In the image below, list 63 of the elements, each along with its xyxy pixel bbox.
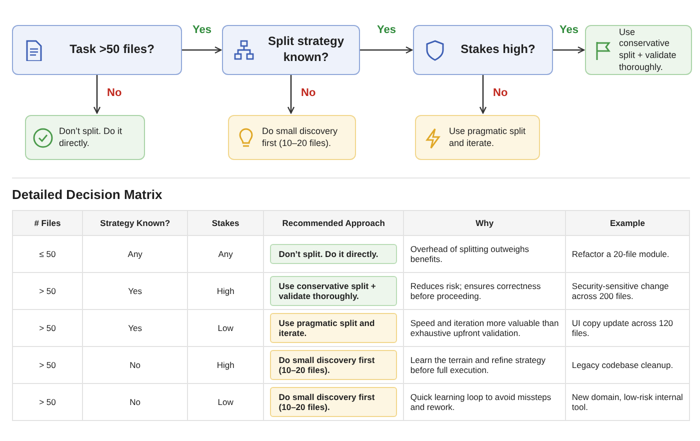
outcome-box — [415, 115, 540, 160]
outcome-text: Do small discovery first (10–20 files). — [262, 126, 339, 150]
outcome-text: Use pragmatic split and iterate. — [449, 126, 527, 150]
table-cell: Low — [188, 310, 264, 346]
header-cell: # Files — [12, 210, 82, 236]
table-cell: High — [188, 346, 264, 384]
question-text: Stakes high? — [460, 42, 536, 58]
table-cell: > 50 — [12, 310, 82, 346]
decision-box — [12, 25, 182, 75]
decision-box — [222, 25, 360, 75]
table-cell: New domain, low-risk internal tool. — [565, 384, 690, 420]
table-cell: Quick learning loop to avoid missteps and rework. — [404, 384, 566, 420]
header-cell: Recommended Approach — [263, 210, 404, 236]
table-cell: UI copy update across 120 files. — [565, 310, 690, 346]
table-cell: Legacy codebase cleanup. — [565, 346, 690, 384]
table-cell: Yes — [82, 310, 188, 346]
edge-label: Yes — [377, 24, 396, 36]
question-text: Task >50 files? — [68, 42, 156, 58]
outcome-box — [228, 115, 356, 160]
table-cell: Security-sensitive change across 200 files. — [565, 272, 690, 310]
outcome-text: Don’t split. Do it directly. — [59, 126, 124, 150]
outcome-box — [585, 25, 692, 75]
header-cell: Strategy Known? — [82, 210, 188, 236]
table-cell: Any — [188, 236, 264, 272]
recommendation-badge: Use pragmatic split and iterate. — [270, 313, 398, 343]
question-text: Split strategy known? — [266, 34, 346, 66]
edge-label: No — [301, 87, 316, 99]
table-cell: Learn the terrain and refine strategy before full execution. — [404, 346, 566, 384]
arrow — [93, 75, 101, 114]
table-cell: > 50 — [12, 384, 82, 420]
table-cell: High — [188, 272, 264, 310]
table-cell: Low — [188, 384, 264, 420]
table-cell: Yes — [82, 272, 188, 310]
recommendation-badge: Use conservative split + validate thoroughly. — [270, 276, 398, 306]
decision-box — [413, 25, 553, 75]
table-cell: Overhead of splitting outweighs benefits. — [404, 236, 566, 272]
header-cell: Example — [565, 210, 690, 236]
table-cell: > 50 — [12, 346, 82, 384]
table-cell: Speed and iteration more valuable than exhaustive upfront validation. — [404, 310, 566, 346]
table-cell: ≤ 50 — [12, 236, 82, 272]
edge-label: Yes — [560, 24, 578, 36]
arrow — [553, 46, 585, 54]
recommendation-badge: Don’t split. Do it directly. — [270, 244, 398, 264]
header-cell: Why — [404, 210, 566, 236]
arrow — [287, 75, 295, 114]
arrow — [182, 46, 222, 54]
recommendation-badge: Do small discovery first (10–20 files). — [270, 350, 398, 380]
section-heading: Detailed Decision Matrix — [12, 187, 162, 202]
table-cell: Reduces risk; ensures correctness before proceeding. — [404, 272, 566, 310]
recommendation-badge: Do small discovery first (10–20 files). — [270, 387, 398, 417]
table-cell: > 50 — [12, 272, 82, 310]
arrow — [479, 75, 487, 114]
arrow — [360, 46, 413, 54]
edge-label: No — [493, 87, 508, 99]
edge-label: Yes — [192, 24, 212, 36]
edge-label: No — [107, 87, 122, 99]
table-cell: Refactor a 20-file module. — [565, 236, 690, 272]
table-cell: No — [82, 384, 188, 420]
table-cell: Any — [82, 236, 188, 272]
outcome-text: Use conservative split + validate thoroughly. — [619, 26, 678, 74]
table-cell: No — [82, 346, 188, 384]
header-cell: Stakes — [188, 210, 264, 236]
outcome-box — [25, 115, 145, 160]
